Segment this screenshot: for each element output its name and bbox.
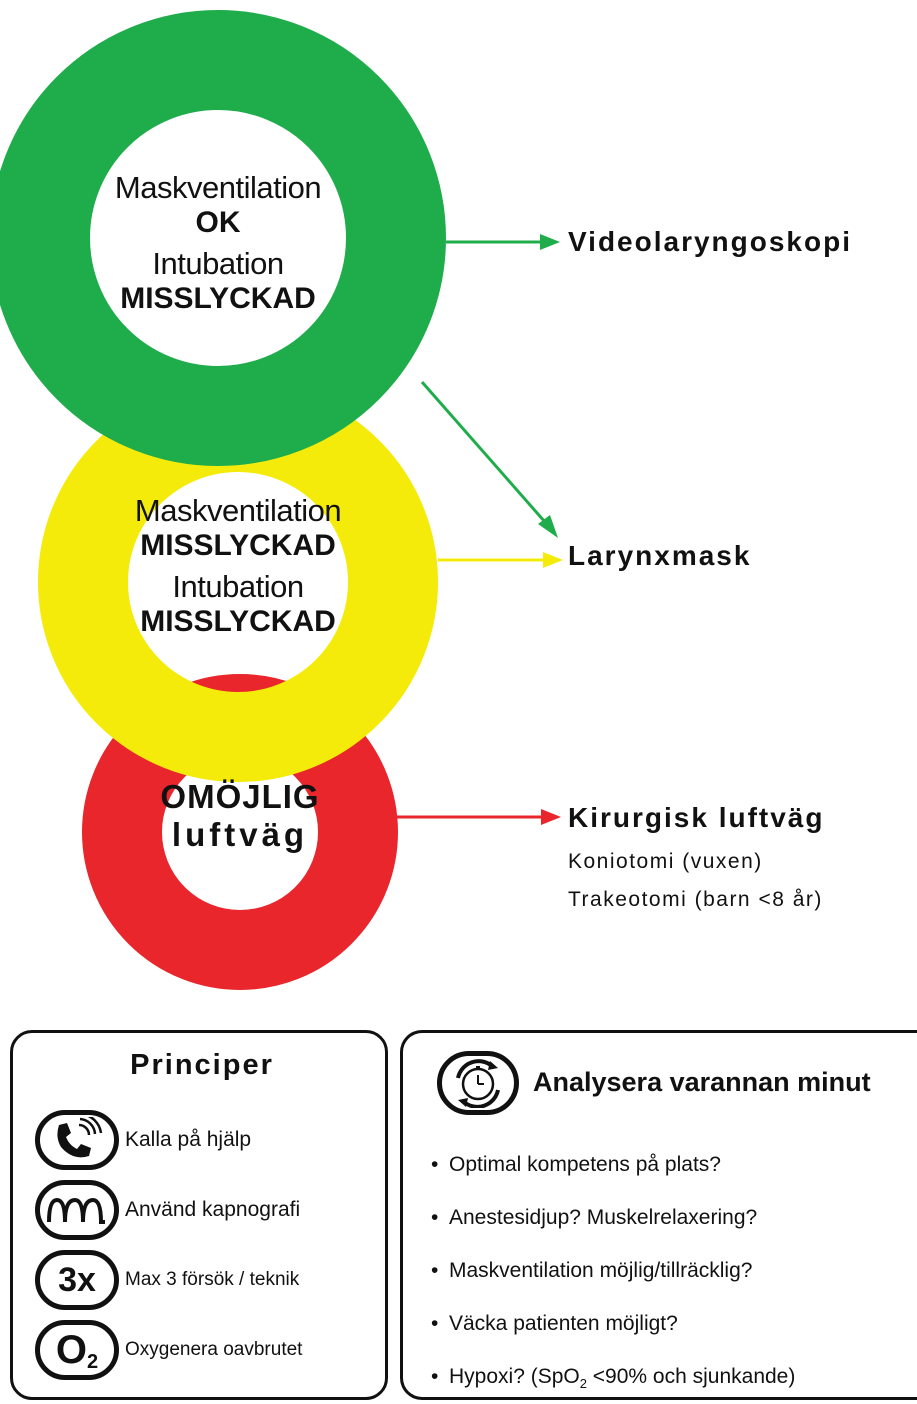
arrowhead-green-larynx xyxy=(538,515,558,538)
bullet: • xyxy=(431,1312,439,1335)
arrow-green-to-larynx xyxy=(420,381,547,523)
oxygen-icon-text: O xyxy=(55,1327,87,1372)
analysis-panel: Analysera varannan minut • Optimal kompet… xyxy=(400,1030,917,1400)
principle-label-oxygen: Oxygenera oavbrutet xyxy=(125,1339,303,1360)
dest-larynxmask: Larynxmask xyxy=(568,540,752,571)
analysis-item-5: • Hypoxi? (SpO2 <90% och sjunkande) xyxy=(431,1365,796,1392)
green-line3: Intubation xyxy=(152,246,284,282)
dest-koniotomi: Koniotomi (vuxen) xyxy=(568,850,763,873)
principle-label-attempts: Max 3 försök / teknik xyxy=(125,1269,300,1290)
red-ring-text: OMÖJLIG luftväg xyxy=(140,778,340,854)
oxygen-icon-sub: 2 xyxy=(87,1350,99,1373)
dest-trakeotomi: Trakeotomi (barn <8 år) xyxy=(568,888,823,911)
dest-videolaryngoskopi: Videolaryngoskopi xyxy=(568,226,852,257)
timer-icon xyxy=(437,1051,519,1115)
bullet: • xyxy=(431,1206,439,1229)
bullet: • xyxy=(431,1365,439,1388)
green-ring xyxy=(0,10,446,466)
red-line1: OMÖJLIG xyxy=(160,778,320,815)
arrowhead-video xyxy=(540,234,560,250)
max-attempts-icon: 3x xyxy=(35,1250,119,1310)
analysis-item-4-text: Väcka patienten möjligt? xyxy=(449,1312,678,1335)
principles-panel: Principer Kalla på hjälp Använd kapnogra… xyxy=(10,1030,388,1400)
yellow-line2: MISSLYCKAD xyxy=(140,528,336,562)
green-line2: OK xyxy=(195,205,241,239)
principle-row-help: Kalla på hjälp xyxy=(35,1105,251,1175)
analysis-title: Analysera varannan minut xyxy=(533,1067,871,1097)
phone-icon xyxy=(35,1110,119,1170)
analysis-item-2: • Anestesidjup? Muskelrelaxering? xyxy=(431,1206,758,1230)
capnography-icon xyxy=(35,1180,119,1240)
arrowhead-yellow xyxy=(543,552,563,568)
analysis-item-3: • Maskventilation möjlig/tillräcklig? xyxy=(431,1259,753,1283)
yellow-line3: Intubation xyxy=(172,569,304,605)
arrowhead-red xyxy=(541,809,561,825)
analysis-item-1: • Optimal kompetens på plats? xyxy=(431,1153,721,1177)
analysis-item-1-text: Optimal kompetens på plats? xyxy=(449,1153,721,1176)
bullet: • xyxy=(431,1153,439,1176)
analysis-item-4: • Väcka patienten möjligt? xyxy=(431,1312,678,1336)
bullet: • xyxy=(431,1259,439,1282)
dest-kirurgisk-luftvag: Kirurgisk luftväg xyxy=(568,802,825,833)
red-line2: luftväg xyxy=(171,815,309,853)
analysis-item-5-sub: 2 xyxy=(579,1376,587,1392)
principle-row-attempts: 3x Max 3 försök / teknik xyxy=(35,1245,299,1315)
green-line1: Maskventilation xyxy=(114,170,322,205)
yellow-line4: MISSLYCKAD xyxy=(140,604,336,638)
analysis-item-2-text: Anestesidjup? Muskelrelaxering? xyxy=(449,1206,758,1229)
analysis-item-5-pre: Hypoxi? (SpO xyxy=(449,1365,580,1388)
max-attempts-icon-text: 3x xyxy=(58,1260,96,1299)
yellow-ring-text: Maskventilation MISSLYCKAD Intubation MI… xyxy=(118,493,358,639)
principle-label-help: Kalla på hjälp xyxy=(125,1128,252,1151)
principle-row-capnography: Använd kapnografi xyxy=(35,1175,300,1245)
analysis-item-3-text: Maskventilation möjlig/tillräcklig? xyxy=(449,1259,753,1282)
green-ring-text: Maskventilation OK Intubation MISSLYCKAD xyxy=(98,170,338,316)
principles-title: Principer xyxy=(130,1049,274,1081)
analysis-item-5-post: <90% och sjunkande) xyxy=(586,1365,796,1388)
green-line4: MISSLYCKAD xyxy=(120,281,316,315)
principle-label-capnography: Använd kapnografi xyxy=(125,1198,301,1221)
yellow-line1: Maskventilation xyxy=(134,493,342,528)
